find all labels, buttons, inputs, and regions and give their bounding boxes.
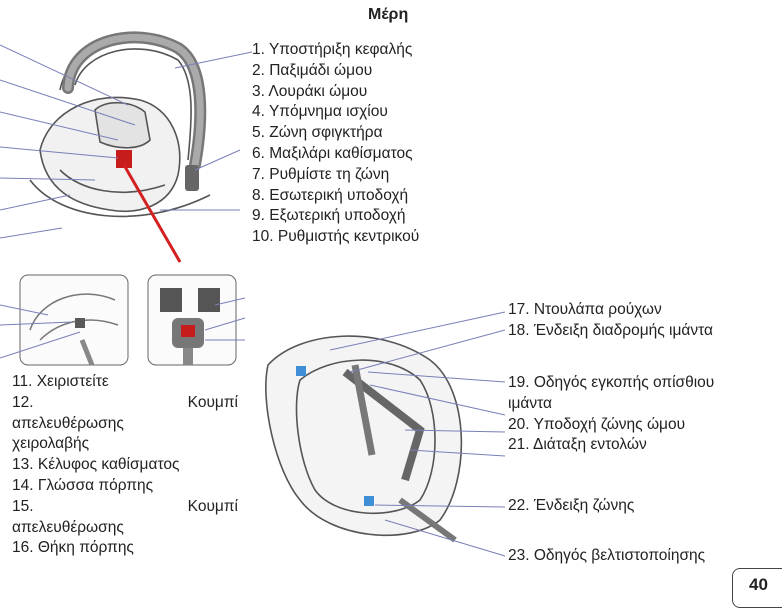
- blue-indicator-lower: [364, 496, 374, 506]
- part-12-line2: απελευθέρωσης: [12, 414, 238, 435]
- part-12-number: 12.: [12, 393, 34, 414]
- part-19-line1: 19. Οδηγός εγκοπής οπίσθιου: [508, 373, 714, 394]
- page-number: 40: [732, 568, 782, 608]
- part-17-label: 17. Ντουλάπα ρούχων 18. Ένδειξη διαδρομή…: [508, 300, 713, 342]
- car-seat-top-drawing: [30, 38, 210, 216]
- part-11: 11. Χειριστείτε: [12, 372, 238, 393]
- part-13: 13. Κέλυφος καθίσματος: [12, 455, 238, 476]
- part-6: 6. Μαξιλάρι καθίσματος: [252, 144, 419, 165]
- part-15-line1: 15. Κουμπί: [12, 497, 238, 518]
- part-12-word: Κουμπί: [188, 393, 238, 414]
- part-23: 23. Οδηγός βελτιστοποίησης: [508, 546, 705, 567]
- part-17: 17. Ντουλάπα ρούχων: [508, 300, 713, 321]
- part-14: 14. Γλώσσα πόρπης: [12, 476, 238, 497]
- part-5: 5. Ζώνη σφιγκτήρα: [252, 123, 419, 144]
- part-15-number: 15.: [12, 497, 34, 518]
- part-22-label: 22. Ένδειξη ζώνης: [508, 496, 634, 517]
- part-23-label: 23. Οδηγός βελτιστοποίησης: [508, 546, 705, 567]
- part-15-word: Κουμπί: [188, 497, 238, 518]
- part-3: 3. Λουράκι ώμου: [252, 82, 419, 103]
- parts-list-left: 11. Χειριστείτε 12. Κουμπί απελευθέρωσης…: [12, 372, 238, 559]
- blue-indicator-upper: [296, 366, 306, 376]
- part-7: 7. Ρυθμίστε τη ζώνη: [252, 165, 419, 186]
- part-22: 22. Ένδειξη ζώνης: [508, 496, 634, 517]
- parts-list-top: 1. Υποστήριξη κεφαλής 2. Παξιμάδι ώμου 3…: [252, 40, 419, 248]
- part-2: 2. Παξιμάδι ώμου: [252, 61, 419, 82]
- part-21: 21. Διάταξη εντολών: [508, 435, 714, 456]
- parts-list-right-mid: 19. Οδηγός εγκοπής οπίσθιου ιμάντα 20. Υ…: [508, 373, 714, 456]
- part-1: 1. Υποστήριξη κεφαλής: [252, 40, 419, 61]
- part-20: 20. Υποδοχή ζώνης ώμου: [508, 415, 714, 436]
- part-18: 18. Ένδειξη διαδρομής ιμάντα: [508, 321, 713, 342]
- detail-handle-box: [20, 275, 128, 365]
- part-16: 16. Θήκη πόρπης: [12, 538, 238, 559]
- part-19-line2: ιμάντα: [508, 394, 714, 415]
- page-title: Μέρη: [368, 6, 408, 24]
- part-9: 9. Εξωτερική υποδοχή: [252, 206, 419, 227]
- part-4: 4. Υπόμνημα ισχίου: [252, 102, 419, 123]
- part-10: 10. Ρυθμιστής κεντρικού: [252, 227, 419, 248]
- detail-buckle-box: [148, 275, 236, 365]
- seat-shell-drawing: [266, 336, 462, 540]
- part-15-line2: απελευθέρωσης: [12, 518, 238, 539]
- part-12-line1: 12. Κουμπί: [12, 393, 238, 414]
- part-8: 8. Εσωτερική υποδοχή: [252, 186, 419, 207]
- part-12-line3: χειρολαβής: [12, 434, 238, 455]
